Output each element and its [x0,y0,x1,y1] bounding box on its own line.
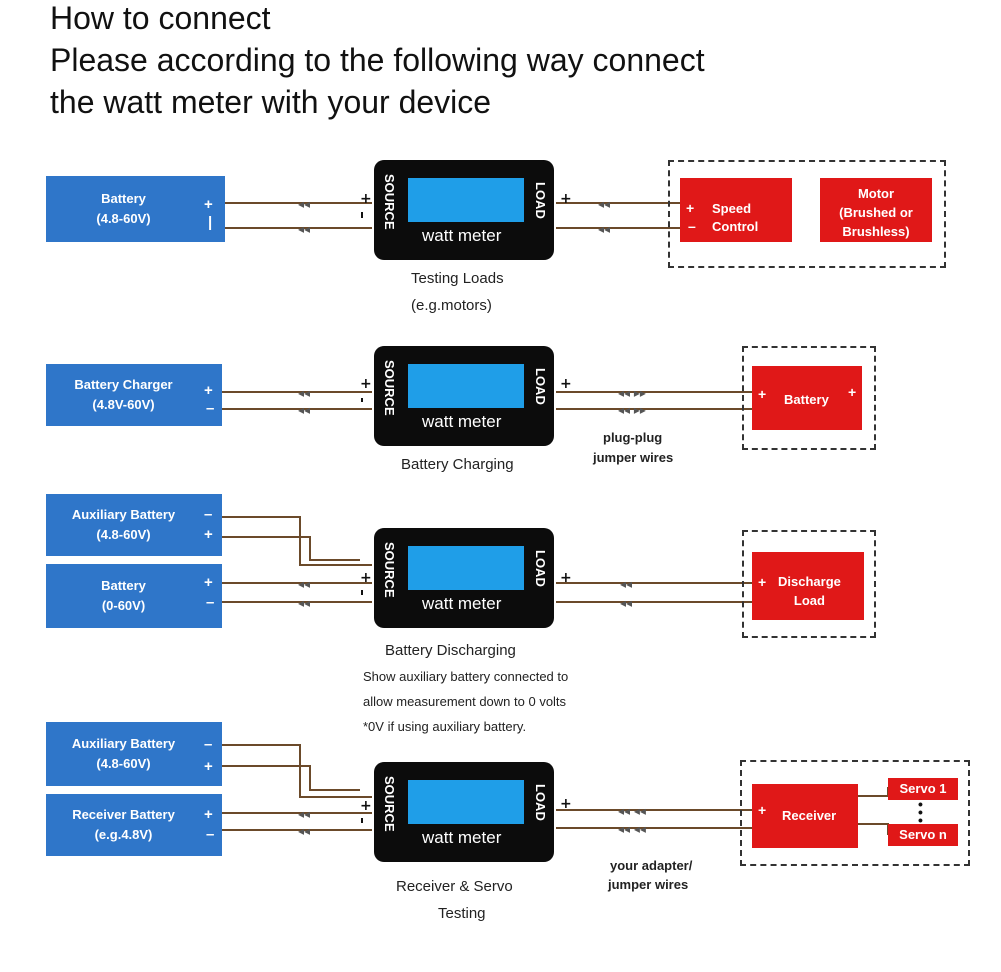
meter-name: watt meter [422,226,502,245]
load-group-dashed [740,760,970,866]
svg-text:◂◂: ◂◂ [598,222,610,236]
load-battery: + + Battery [752,366,862,430]
servo-n: Servo n [888,824,958,846]
header-instruction-1: Please according to the following way co… [50,42,705,78]
load-group-dashed [742,530,876,638]
servo-1: Servo 1 [888,778,958,800]
note-aux-2: allow measurement down to 0 volts [363,694,567,709]
svg-text:◂◂: ◂◂ [298,403,310,417]
meter-source-label: SOURCE [382,360,397,416]
header-instruction-2: the watt meter with your device [50,84,492,120]
meter-load-label: LOAD [533,784,548,821]
meter-screen [408,178,524,222]
svg-text:+: + [360,798,372,814]
meter-source-label: SOURCE [382,174,397,230]
negative-terminal: – [206,594,215,611]
source-battery: Battery(0-60V) + – [46,564,222,628]
svg-text:◂◂ ◂◂: ◂◂ ◂◂ [618,804,646,818]
svg-text:◂◂: ◂◂ [298,197,310,211]
note-jumper-wires: jumper wires [608,877,689,892]
svg-text:◂◂ ▸▸: ◂◂ ▸▸ [618,403,646,417]
svg-text:◂◂: ◂◂ [298,824,310,838]
meter-load-label: LOAD [533,368,548,405]
svg-text:+: + [560,191,572,207]
source-receiver-battery: Receiver Battery(e.g.4.8V) + – [46,794,222,856]
svg-text:◂◂: ◂◂ [298,807,310,821]
svg-text:◂◂: ◂◂ [298,386,310,400]
svg-text:◂◂: ◂◂ [298,577,310,591]
note-aux-3: *0V if using auxiliary battery. [363,719,527,734]
note-aux-1: Show auxiliary battery connected to [363,669,569,684]
caption-battery-charging: Battery Charging [401,456,514,473]
header-title: How to connect [50,0,271,36]
positive-terminal: + [204,806,213,823]
watt-meter: SOURCE LOAD watt meter [374,160,554,260]
meter-name: watt meter [422,828,502,847]
svg-text:+: + [560,796,572,812]
caption-testing-loads: Testing Loads [411,270,504,287]
meter-source-label: SOURCE [382,776,397,832]
svg-text:◂◂: ◂◂ [620,577,632,591]
auxiliary-battery: Auxiliary Battery(4.8-60V) – + [46,722,222,786]
meter-name: watt meter [422,594,502,613]
svg-text:+: + [560,376,572,392]
meter-screen [408,780,524,824]
negative-terminal: – [206,400,215,417]
svg-text:◂◂: ◂◂ [298,222,310,236]
negative-terminal: | [208,214,213,231]
meter-screen [408,364,524,408]
svg-text:+: + [360,570,372,586]
servo-ellipsis: ••• [918,796,923,828]
source-battery-charger: Battery Charger(4.8V-60V) + – [46,364,222,426]
svg-text:+: + [360,191,372,207]
positive-terminal: + [204,382,213,399]
caption-testing: Testing [438,905,486,922]
meter-load-label: LOAD [533,550,548,587]
svg-text:◂◂ ▸▸: ◂◂ ▸▸ [618,386,646,400]
caption-battery-discharging: Battery Discharging [385,642,516,659]
negative-terminal: – [204,506,213,523]
svg-text:+: + [560,570,572,586]
caption-receiver-servo: Receiver & Servo [396,878,513,895]
positive-terminal: + [204,196,213,213]
negative-terminal: – [204,736,213,753]
watt-meter: SOURCE LOAD watt meter [374,528,554,628]
negative-terminal: – [206,826,215,843]
auxiliary-battery: Auxiliary Battery(4.8-60V) – + [46,494,222,556]
load-group-dashed [742,346,876,450]
meter-load-label: LOAD [533,182,548,219]
positive-terminal: + [204,574,213,591]
source-battery: Battery(4.8-60V) + | [46,176,225,242]
meter-screen [408,546,524,590]
note-plug-plug: plug-plug [603,430,663,445]
watt-meter: SOURCE LOAD watt meter [374,762,554,862]
note-your-adapter: your adapter/ [610,858,693,873]
svg-text:◂◂ ◂◂: ◂◂ ◂◂ [618,822,646,836]
svg-text:◂◂: ◂◂ [620,596,632,610]
receiver: + Receiver [752,784,858,848]
note-jumper-wires: jumper wires [593,450,674,465]
positive-terminal: + [204,758,213,775]
caption-example-motors: (e.g.motors) [411,297,492,314]
meter-name: watt meter [422,412,502,431]
watt-meter: SOURCE LOAD watt meter [374,346,554,446]
svg-text:+: + [360,376,372,392]
meter-source-label: SOURCE [382,542,397,598]
svg-text:◂◂: ◂◂ [598,197,610,211]
positive-terminal: + [204,526,213,543]
svg-text:◂◂: ◂◂ [298,596,310,610]
load-group-dashed [668,160,946,268]
